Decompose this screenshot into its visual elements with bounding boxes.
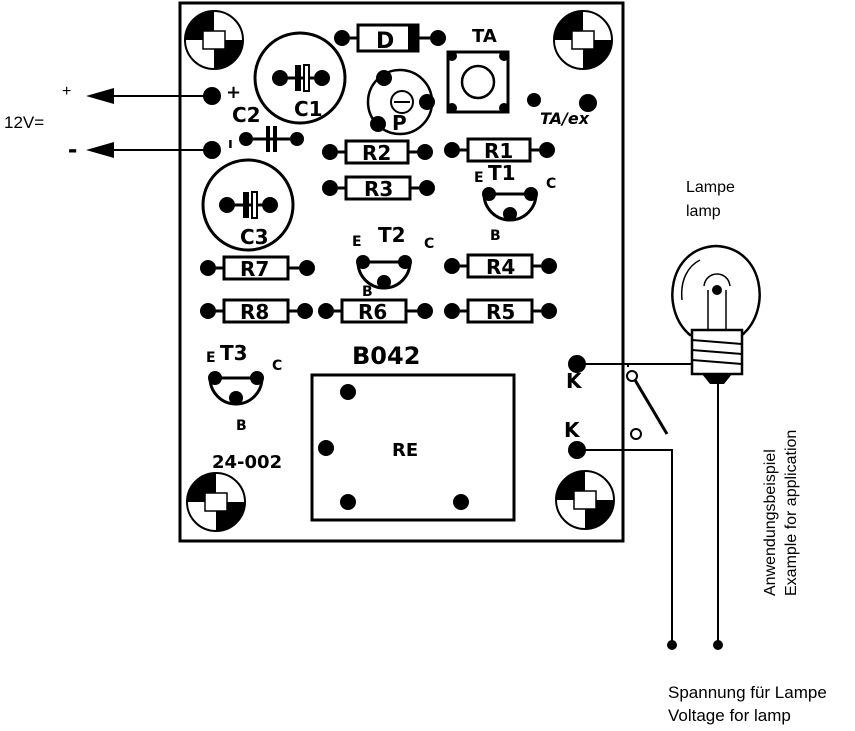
t2-e-label: E (352, 234, 362, 250)
switch-contact-top (626, 370, 638, 382)
t2-b-label: B (362, 284, 373, 300)
r1-label: R1 (484, 139, 513, 163)
board-number: 24-002 (212, 452, 282, 473)
voltage-label: 12V= (4, 113, 44, 132)
mounting-hole-bottom-left (186, 472, 246, 532)
lamp-voltage-de: Spannung für Lampe (668, 683, 827, 702)
capacitor-c2: C2 ı (228, 103, 304, 152)
pad-minus (203, 141, 221, 159)
diode-label: D (376, 29, 394, 54)
mounting-hole-top-left (184, 10, 244, 70)
arrow-minus (86, 142, 204, 158)
k-label-bottom: K (564, 418, 581, 442)
resistor-r2: R2 (322, 139, 433, 165)
c2-label: C2 (232, 103, 261, 127)
resistor-r6: R6 (318, 298, 433, 324)
relay-re: RE (310, 373, 516, 522)
mounting-hole-top-right (553, 10, 613, 70)
board-id: B042 (352, 342, 420, 370)
lamp-label-en: lamp (686, 203, 721, 220)
resistor-r8: R8 (200, 298, 313, 324)
r2-label: R2 (362, 141, 391, 165)
plus-sign: + (62, 83, 71, 100)
terminal-right (713, 640, 723, 650)
resistor-r3: R3 (322, 175, 435, 201)
t1-c-label: C (546, 176, 556, 192)
t3-label: T3 (220, 341, 248, 365)
capacitor-c3: C3 (201, 158, 295, 252)
r5-label: R5 (486, 300, 515, 324)
t1-label: T1 (488, 161, 516, 185)
t2-label: T2 (378, 223, 406, 247)
t3-e-label: E (206, 350, 216, 366)
transistor-t1: E T1 C B (474, 161, 556, 244)
pad-plus (203, 87, 221, 105)
r4-label: R4 (486, 255, 515, 279)
diode-d: D (334, 23, 446, 54)
resistor-r4: R4 (444, 253, 557, 279)
potentiometer-p: P (366, 68, 435, 136)
t3-b-label: B (236, 418, 247, 434)
c1-label: C1 (294, 97, 323, 121)
r6-label: R6 (358, 300, 387, 324)
t1-e-label: E (474, 170, 484, 186)
r7-label: R7 (240, 257, 269, 281)
c2-polarity: ı (228, 136, 233, 152)
ta-label: TA (472, 26, 497, 47)
relay-label: RE (392, 440, 418, 461)
p-label: P (392, 111, 407, 135)
t2-c-label: C (424, 236, 434, 252)
c3-label: C3 (240, 225, 269, 249)
application-label-de: Anwendungsbeispiel (762, 449, 779, 596)
resistor-r7: R7 (200, 255, 315, 281)
switch-contact-bottom (630, 428, 642, 440)
t3-c-label: C (272, 358, 282, 374)
t1-b-label: B (490, 228, 501, 244)
arrow-plus (86, 88, 204, 104)
lamp-voltage-en: Voltage for lamp (668, 706, 791, 725)
application-label-en: Example for application (783, 430, 800, 596)
lamp-label-de: Lampe (686, 179, 735, 196)
pad-plus-label: + (226, 82, 241, 103)
resistor-r5: R5 (444, 298, 557, 324)
mounting-hole-bottom-right (555, 470, 615, 530)
transistor-t2: E T2 C B (352, 223, 434, 300)
lamp-icon (671, 244, 761, 384)
capacitor-c1: C1 (253, 31, 347, 125)
minus-sign: - (68, 133, 77, 164)
r8-label: R8 (240, 300, 269, 324)
push-button-ta: TA TA/ex (446, 26, 597, 128)
terminal-left (667, 640, 677, 650)
ta-ex-label: TA/ex (540, 109, 590, 128)
resistor-r1: R1 (444, 137, 555, 163)
r3-label: R3 (364, 177, 393, 201)
k-label-top: K (566, 369, 583, 393)
transistor-t3: E T3 C B (206, 341, 282, 434)
